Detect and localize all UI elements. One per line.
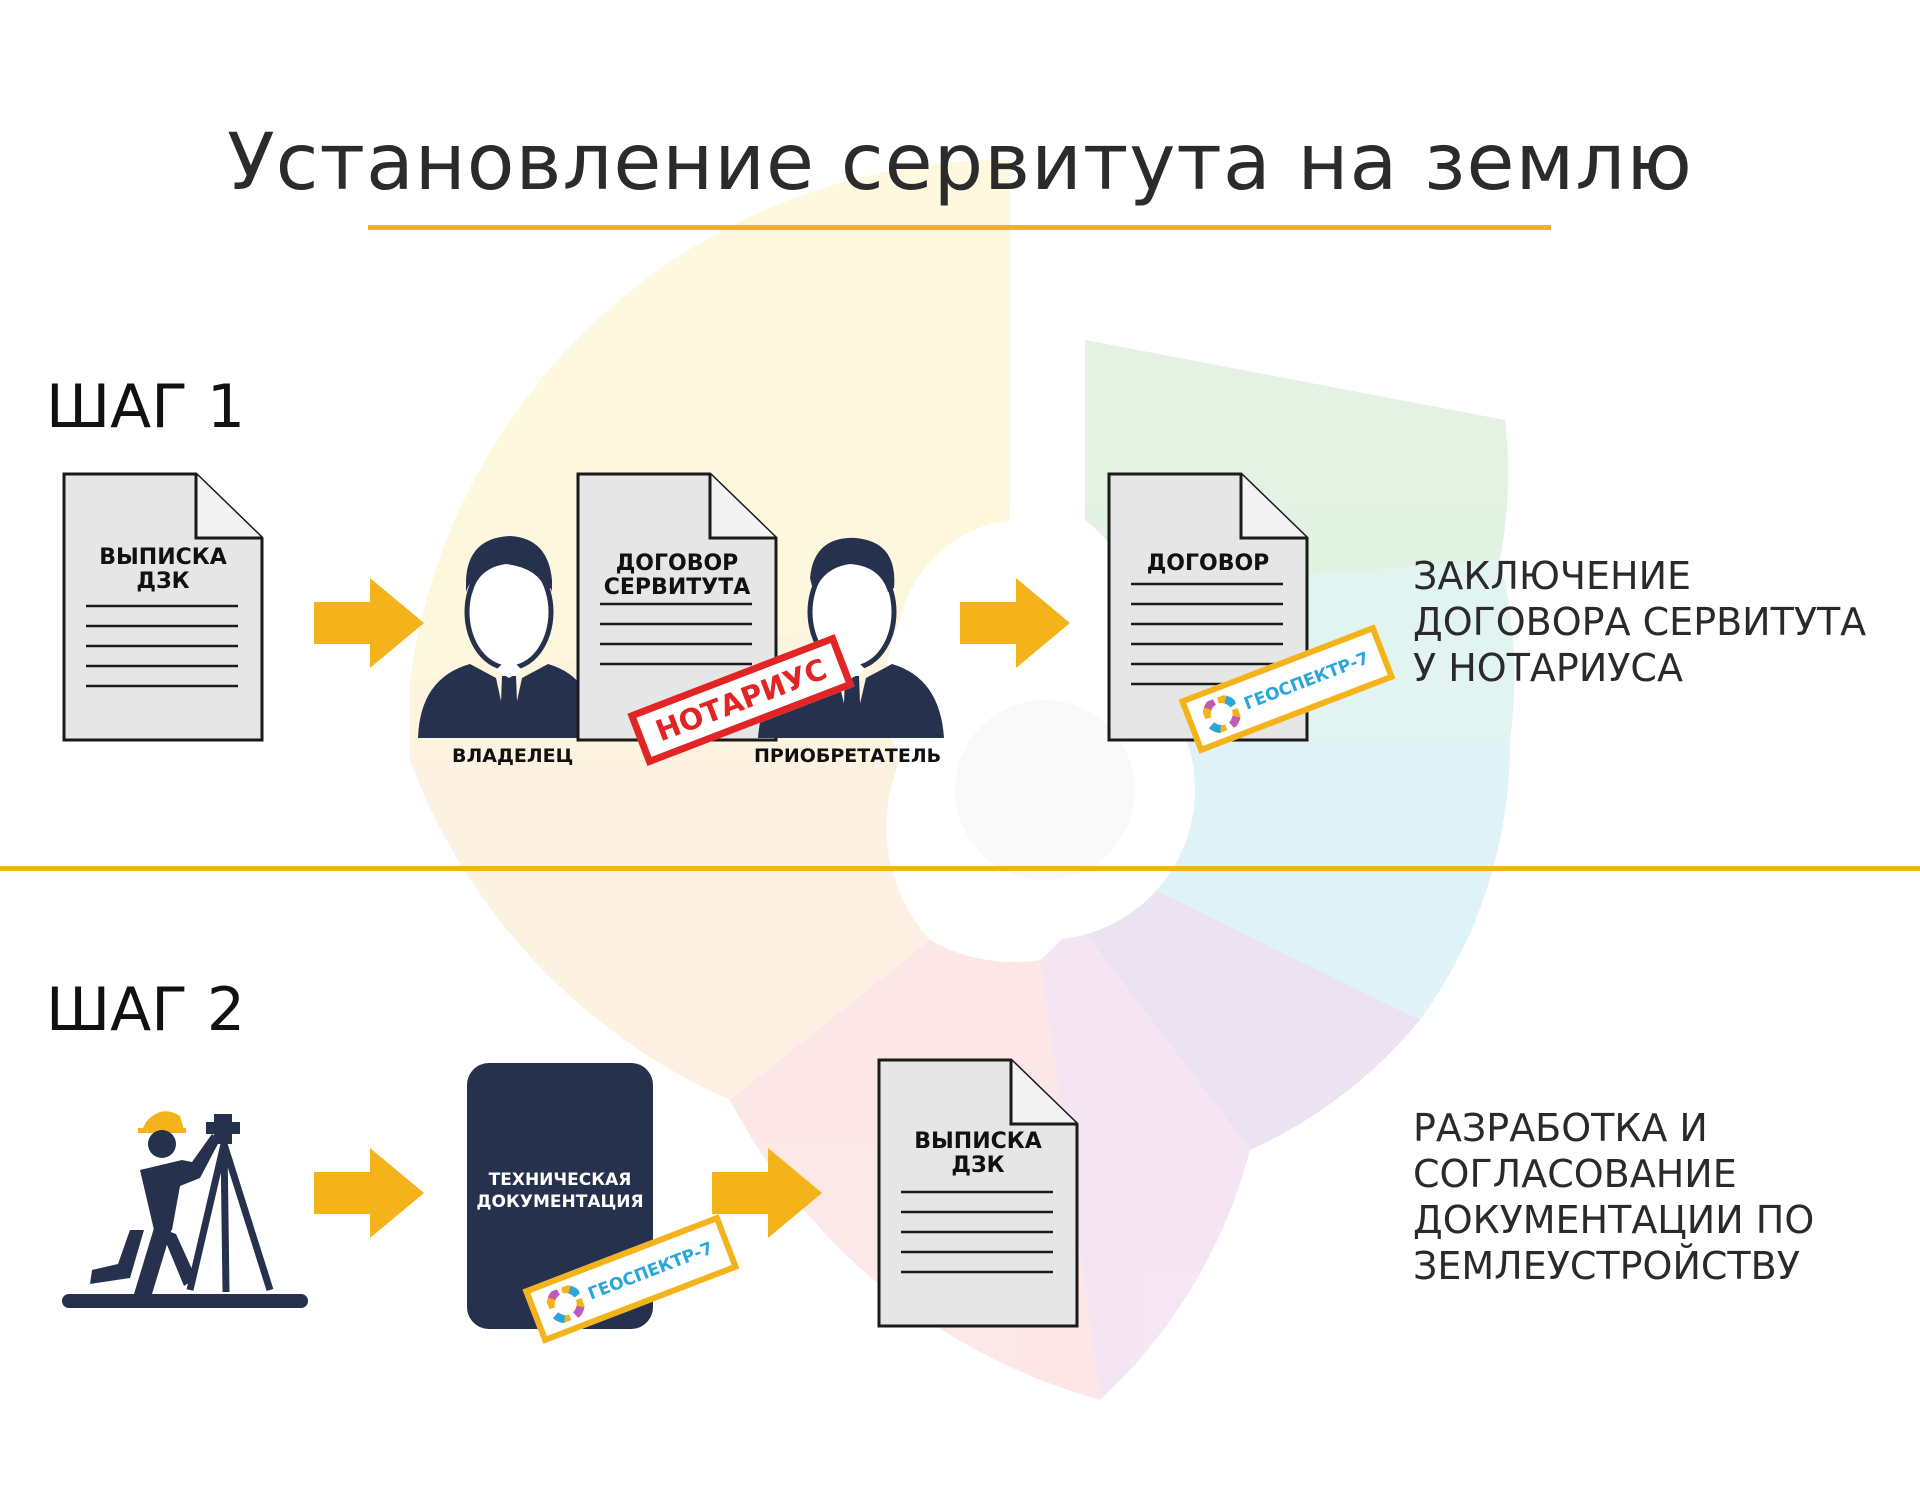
buyer-role-label: ПРИОБРЕТАТЕЛЬ	[754, 745, 942, 767]
description-line: СОГЛАСОВАНИЕ	[1413, 1152, 1737, 1196]
arrow-right-icon	[712, 1148, 822, 1238]
description-line: ЗАКЛЮЧЕНИЕ	[1413, 554, 1692, 598]
document-dzk-extract: ВЫПИСКА ДЗК	[62, 472, 264, 742]
document-label: ДОГОВОР СЕРВИТУТА	[603, 551, 751, 600]
arrow-right-icon	[314, 1148, 424, 1238]
document-label: ВЫПИСКА ДЗК	[99, 545, 227, 594]
arrow-right-icon	[960, 578, 1070, 668]
description-line: РАЗРАБОТКА И	[1413, 1106, 1708, 1150]
document-dzk-extract-final: ВЫПИСКА ДЗК	[877, 1058, 1079, 1328]
company-logo-icon	[546, 1285, 585, 1324]
document-icon	[877, 1058, 1079, 1328]
document-icon	[576, 472, 778, 742]
page-title: Установление сервитута на землю	[227, 118, 1693, 208]
description-line: ДОГОВОРА СЕРВИТУТА	[1413, 600, 1867, 644]
document-label: ВЫПИСКА ДЗК	[914, 1129, 1042, 1178]
step-2-label: ШАГ 2	[46, 975, 246, 1045]
title-underline	[368, 225, 1551, 230]
step-1-description: ЗАКЛЮЧЕНИЕ ДОГОВОРА СЕРВИТУТА У НОТАРИУС…	[1413, 553, 1866, 691]
section-divider	[0, 866, 1920, 871]
description-line: ЗЕМЛЕУСТРОЙСТВУ	[1413, 1244, 1800, 1288]
document-label: ДОГОВОР	[1146, 551, 1270, 576]
company-logo-icon	[1202, 695, 1241, 734]
company-stamp: ГЕОСПЕКТР-7	[1178, 624, 1396, 754]
arrow-right-icon	[314, 578, 424, 668]
owner-role-label: ВЛАДЕЛЕЦ	[452, 745, 574, 767]
tech-documentation-label: ТЕХНИЧЕСКАЯ ДОКУМЕНТАЦИЯ	[476, 1170, 644, 1212]
company-stamp: ГЕОСПЕКТР-7	[522, 1214, 740, 1344]
surveyor-icon	[62, 1111, 308, 1308]
owner-person-icon	[418, 536, 598, 738]
description-line: ДОКУМЕНТАЦИИ ПО	[1413, 1198, 1815, 1242]
document-icon	[62, 472, 264, 742]
step-1-label: ШАГ 1	[46, 372, 246, 442]
step-2-description: РАЗРАБОТКА И СОГЛАСОВАНИЕ ДОКУМЕНТАЦИИ П…	[1413, 1105, 1814, 1289]
description-line: У НОТАРИУСА	[1413, 646, 1683, 690]
document-servitude-contract: ДОГОВОР СЕРВИТУТА	[576, 472, 778, 742]
